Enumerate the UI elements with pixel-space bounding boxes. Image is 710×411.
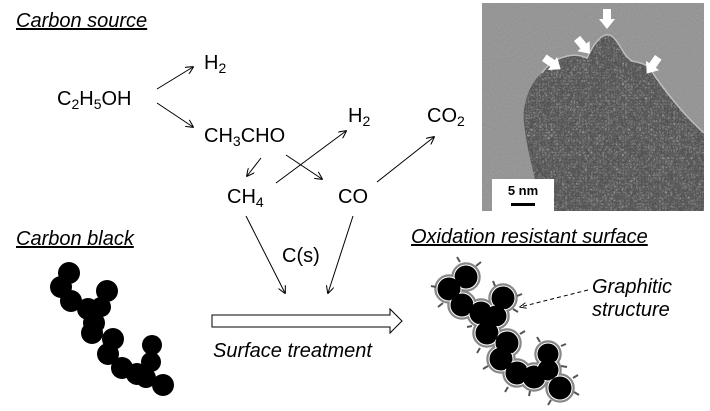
tem-texture <box>482 3 704 211</box>
surface-treatment-label: Surface treatment <box>213 340 372 362</box>
species-acetaldehyde: CH3CHO <box>204 125 286 149</box>
tem-arrows <box>542 9 662 74</box>
carbon-black-aggregate <box>50 262 174 396</box>
particle <box>141 352 161 372</box>
species-h2-top: H2 <box>204 52 227 76</box>
arrow-ethanol-to-acetaldehyde <box>156 102 193 127</box>
tem-arrow-2 <box>574 35 590 54</box>
tem-arrow-3 <box>542 54 561 71</box>
particle <box>97 343 119 365</box>
tem-arrow-4 <box>645 55 662 74</box>
species-h2-mid: H2 <box>348 105 371 129</box>
species-ethanol: C2H5OH <box>57 88 132 112</box>
graphitic-label-line1: Graphitic <box>592 276 673 298</box>
scale-bar-label: 5 nm <box>507 183 539 198</box>
arrow-methane-to-h2 <box>275 131 346 184</box>
particle <box>60 290 82 312</box>
particle <box>142 335 162 355</box>
heading-oxidation-resistant-surface: Oxidation resistant surface <box>411 226 648 248</box>
graphitic-whiskers <box>430 256 580 406</box>
particle <box>91 297 111 317</box>
particle <box>136 368 156 388</box>
heading-carbon-black: Carbon black <box>16 228 134 250</box>
species-co2: CO2 <box>427 105 465 129</box>
tem-micrograph: 5 nm <box>482 3 704 211</box>
tem-arrow-1 <box>599 9 615 29</box>
heading-carbon-source: Carbon source <box>16 10 148 32</box>
particle <box>96 280 118 302</box>
arrow-ethanol-to-h2 <box>156 67 193 90</box>
species-co: CO <box>338 186 368 208</box>
arrow-methane-to-solid-carbon <box>245 215 285 293</box>
particle <box>81 322 103 344</box>
arrow-co-to-solid-carbon <box>328 215 354 293</box>
arrow-acetaldehyde-to-methane <box>247 157 262 176</box>
particle <box>152 374 174 396</box>
scale-bar <box>511 203 535 206</box>
scale-bar-box: 5 nm <box>492 179 554 211</box>
surface-treatment-arrow <box>211 307 403 335</box>
arrow-acetaldehyde-to-co <box>285 154 322 179</box>
graphitic-label-line2: structure <box>592 299 670 321</box>
species-solid-carbon: C(s) <box>282 245 320 267</box>
arrow-co-to-co2 <box>376 137 434 183</box>
species-methane: CH4 <box>227 186 264 210</box>
treated-aggregate <box>430 256 580 406</box>
graphitic-pointer-arrow <box>520 289 589 307</box>
